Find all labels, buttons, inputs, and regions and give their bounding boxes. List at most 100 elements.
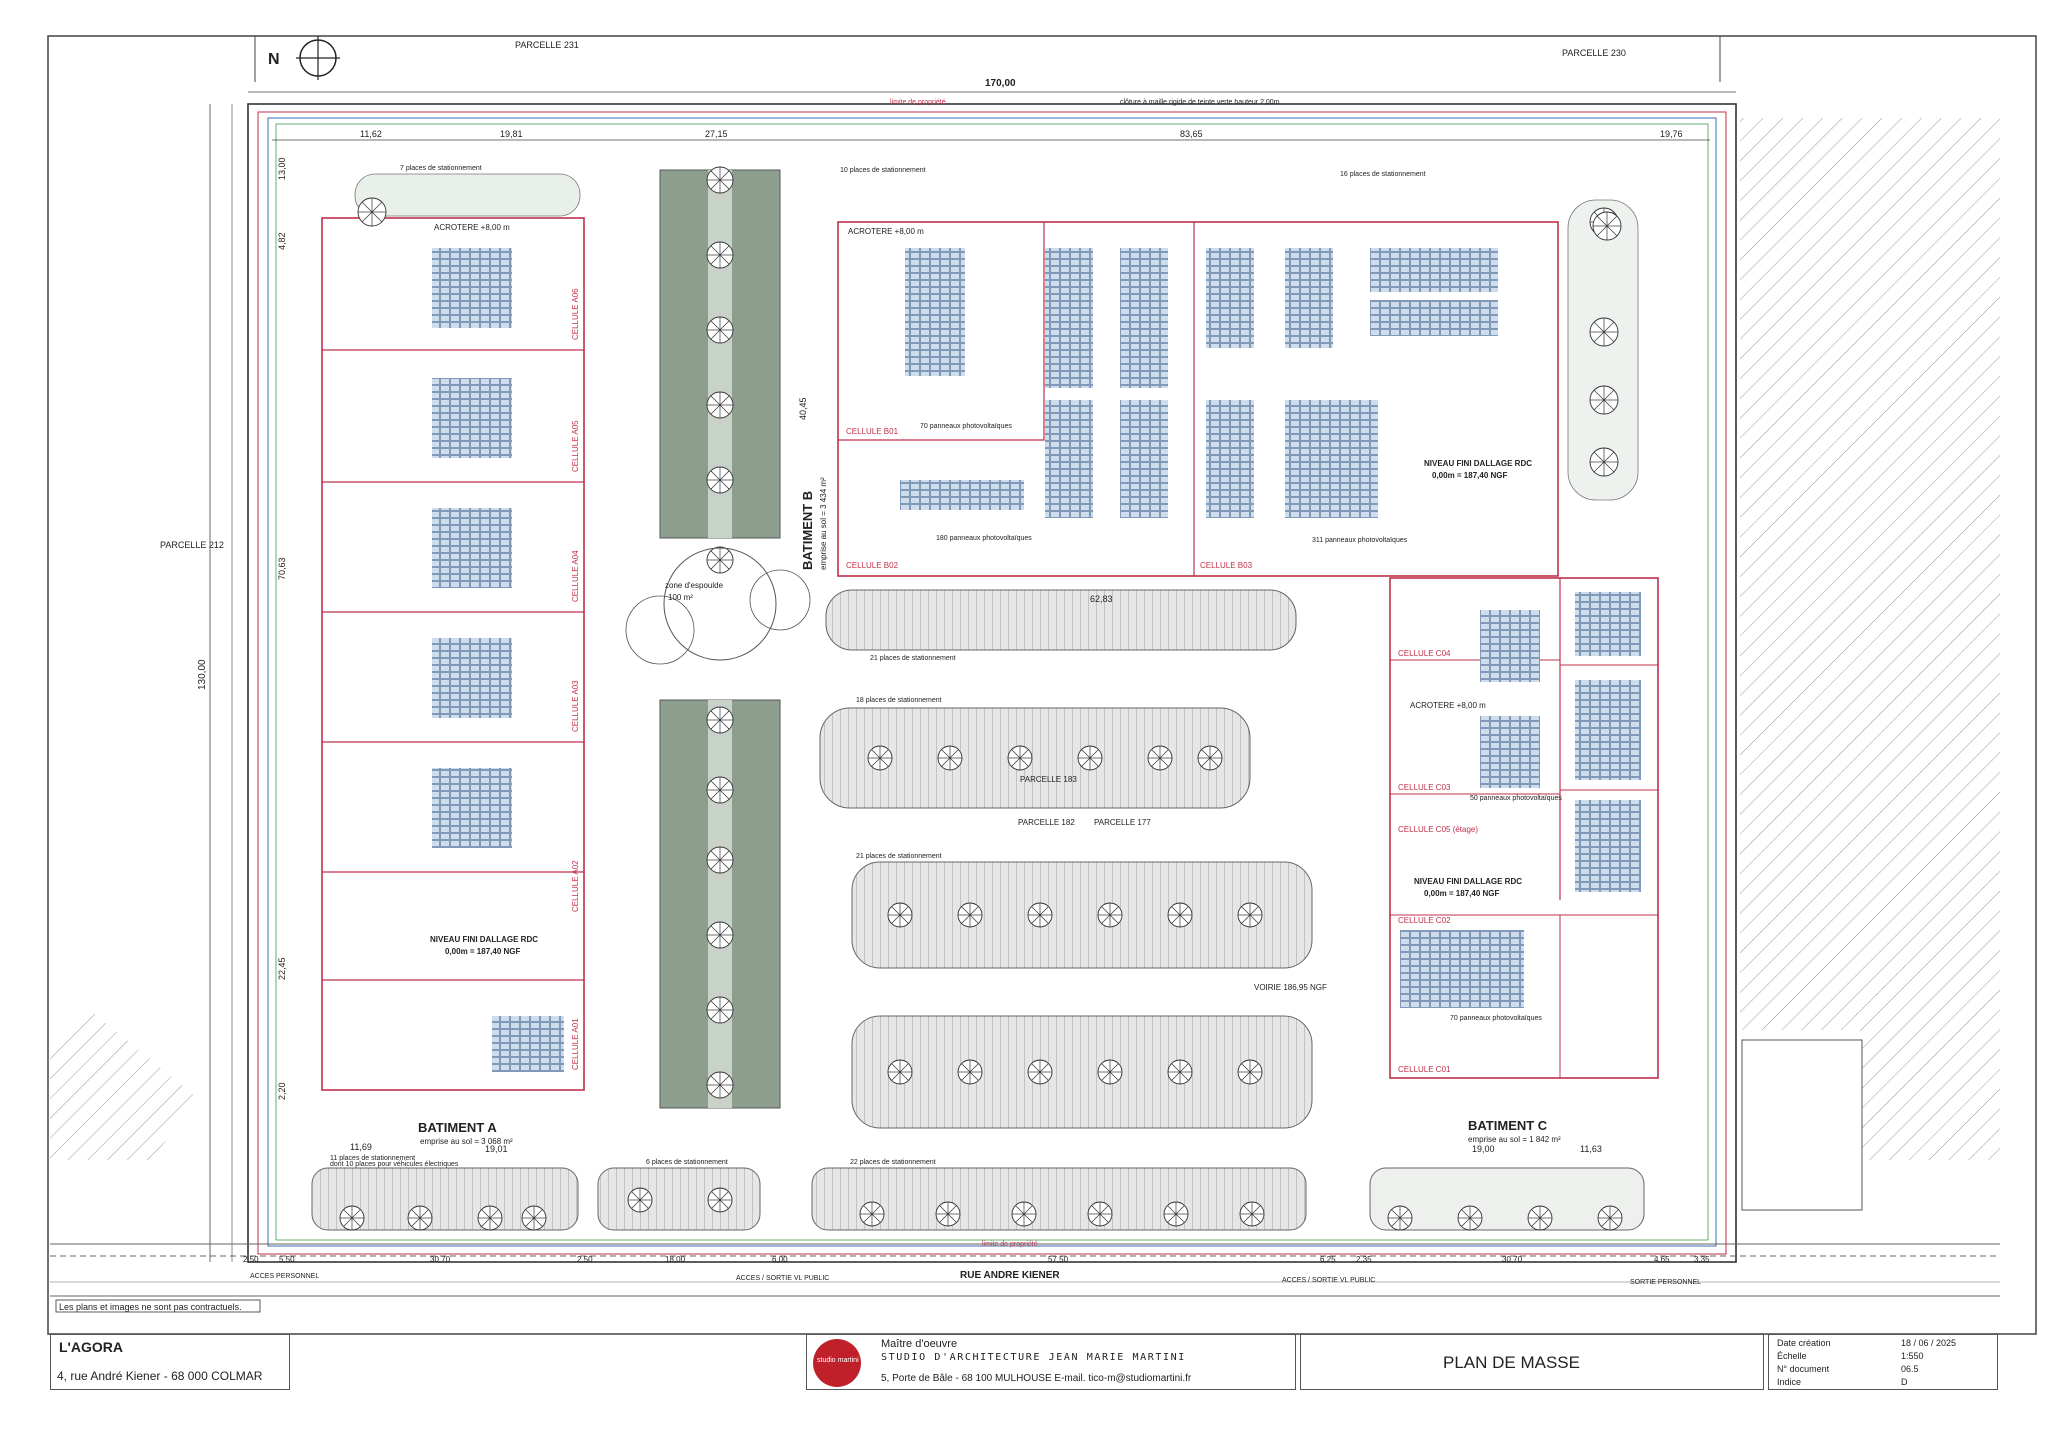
green-strip-right — [1567, 199, 1639, 501]
tree-icon — [706, 996, 734, 1024]
project-address: 4, rue André Kiener - 68 000 COLMAR — [57, 1369, 263, 1383]
tree-icon — [1387, 1205, 1413, 1231]
bat-b-panels-0: 70 panneaux photovoltaïques — [920, 423, 1012, 430]
tree-icon — [859, 1201, 885, 1227]
tree-icon — [706, 921, 734, 949]
bat-b-level: NIVEAU FINI DALLAGE RDC — [1424, 459, 1532, 468]
scale-value: 1:550 — [1901, 1351, 1924, 1361]
dim-bottom-7: 6,25 — [1320, 1255, 1336, 1264]
dim-bottom-3: 2,50 — [577, 1255, 593, 1264]
bat-a-acrotere: ACROTERE +8,00 m — [434, 223, 510, 232]
green-alley-bottom — [659, 699, 781, 1109]
right-trees — [357, 197, 1622, 477]
parking-row-3 — [851, 861, 1313, 969]
parking-a-top: 7 places de stationnement — [400, 165, 482, 172]
dim-left-0: 13,00 — [277, 157, 287, 180]
bat-a-emprise: emprise au sol = 3 068 m² — [420, 1137, 513, 1146]
studio-logo: studio martini — [813, 1339, 861, 1387]
access-public-2: ACCES / SORTIE VL PUBLIC — [1282, 1277, 1375, 1284]
parking-bottom-elec: dont 10 places pour véhicules électrique… — [330, 1161, 459, 1168]
dim-top-1: 19,81 — [500, 129, 523, 139]
dim-bottom-4: 18,00 — [665, 1255, 686, 1264]
dim-overall-width: 170,00 — [985, 78, 1016, 89]
tree-icon — [887, 902, 913, 928]
bat-c-cell-05: CELLULE C05 (étage) — [1398, 825, 1478, 834]
access-personnel-left: ACCES PERSONNEL — [250, 1273, 319, 1280]
bat-c-ngf: 0,00m = 187,40 NGF — [1424, 889, 1499, 898]
parcel-center-a: PARCELLE 182 — [1018, 818, 1075, 827]
tree-icon — [477, 1205, 503, 1231]
tree-icon — [1457, 1205, 1483, 1231]
parking-band-bottom-left — [311, 1167, 579, 1231]
parcel-top-left: PARCELLE 231 — [515, 40, 579, 50]
tree-icon — [935, 1201, 961, 1227]
dim-top-4: 19,76 — [1660, 129, 1683, 139]
bat-b-cell-02: CELLULE B02 — [846, 561, 899, 570]
title-block-architect: studio martini Maître d'oeuvre STUDIO D'… — [806, 1334, 1296, 1390]
tree-icon — [1097, 902, 1123, 928]
parking-bottom-center: 22 places de stationnement — [850, 1159, 936, 1166]
bat-c-panels-0: 50 panneaux photovoltaïques — [1470, 795, 1562, 802]
alley-trees — [706, 166, 734, 1099]
parking-b-top-10: 10 places de stationnement — [840, 167, 926, 174]
batiment-c — [1389, 577, 1659, 1079]
tree-icon — [1163, 1201, 1189, 1227]
dim-bottom-1: 5,50 — [279, 1255, 295, 1264]
batiment-b — [837, 221, 1559, 577]
dim-overall-height: 130,00 — [197, 659, 208, 690]
dim-voirie-width: 62,83 — [1090, 594, 1113, 604]
bottom-trees — [339, 1187, 1623, 1231]
access-personnel-right: SORTIE PERSONNEL — [1630, 1279, 1701, 1286]
tree-icon — [339, 1205, 365, 1231]
doc-value: 06.5 — [1901, 1364, 1919, 1374]
tree-icon — [1237, 902, 1263, 928]
tree-icon — [1167, 902, 1193, 928]
tree-icon — [1007, 745, 1033, 771]
parcel-top-right: PARCELLE 230 — [1562, 48, 1626, 58]
tree-icon — [706, 466, 734, 494]
dim-top-0: 11,62 — [360, 129, 382, 139]
disclaimer: Les plans et images ne sont pas contract… — [59, 1302, 242, 1312]
bat-b-panels-2: 311 panneaux photovoltaïques — [1312, 537, 1408, 544]
tree-icon — [627, 1187, 653, 1213]
index-label: Indice — [1777, 1377, 1802, 1387]
voirie-label: VOIRIE 186,95 NGF — [1254, 983, 1327, 992]
site-boundary — [247, 103, 1737, 1263]
dim-top-3: 83,65 — [1180, 129, 1203, 139]
parking-row-2-count: 18 places de stationnement — [856, 697, 942, 704]
sheet-title: PLAN DE MASSE — [1443, 1353, 1580, 1372]
parking-band-bottom-center — [811, 1167, 1307, 1231]
parcel-center-c: PARCELLE 183 — [1020, 775, 1077, 784]
bat-a-cell-02: CELLULE A02 — [571, 860, 580, 912]
dim-bottom-5: 6,00 — [772, 1255, 788, 1264]
dim-top-2: 27,15 — [705, 129, 728, 139]
parking-bottom-left: 11 places de stationnement — [330, 1155, 415, 1162]
tree-icon — [407, 1205, 433, 1231]
zone-label: zone d'espoulde — [665, 581, 724, 590]
neighbour-building-right — [1741, 1039, 1863, 1211]
zone-area: 100 m² — [668, 593, 693, 602]
neighbour-hatch-right — [1740, 118, 2000, 1160]
batiment-a — [321, 217, 585, 1091]
bat-c-cell-04: CELLULE C04 — [1398, 649, 1451, 658]
tree-icon — [1527, 1205, 1553, 1231]
bat-a-level: NIVEAU FINI DALLAGE RDC — [430, 935, 538, 944]
bat-c-name: BATIMENT C — [1468, 1118, 1548, 1133]
parking-row-1 — [825, 589, 1297, 651]
tree-icon — [1589, 447, 1619, 477]
tree-icon — [1077, 745, 1103, 771]
dim-left-3: 22,45 — [277, 957, 287, 980]
parking-row-1-count: 21 places de stationnement — [870, 655, 956, 662]
dim-left-4: 2,20 — [277, 1082, 287, 1100]
parcel-left: PARCELLE 212 — [160, 540, 224, 550]
parking-bottom-mid: 6 places de stationnement — [646, 1159, 728, 1166]
parking-row-4 — [851, 1015, 1313, 1129]
tree-icon — [1147, 745, 1173, 771]
bat-c-level: NIVEAU FINI DALLAGE RDC — [1414, 877, 1522, 886]
bat-a-ngf: 0,00m = 187,40 NGF — [445, 947, 520, 956]
date-value: 18 / 06 / 2025 — [1901, 1338, 1957, 1348]
tree-icon — [1087, 1201, 1113, 1227]
north-arrow-icon — [296, 36, 340, 80]
tree-icon — [1197, 745, 1223, 771]
